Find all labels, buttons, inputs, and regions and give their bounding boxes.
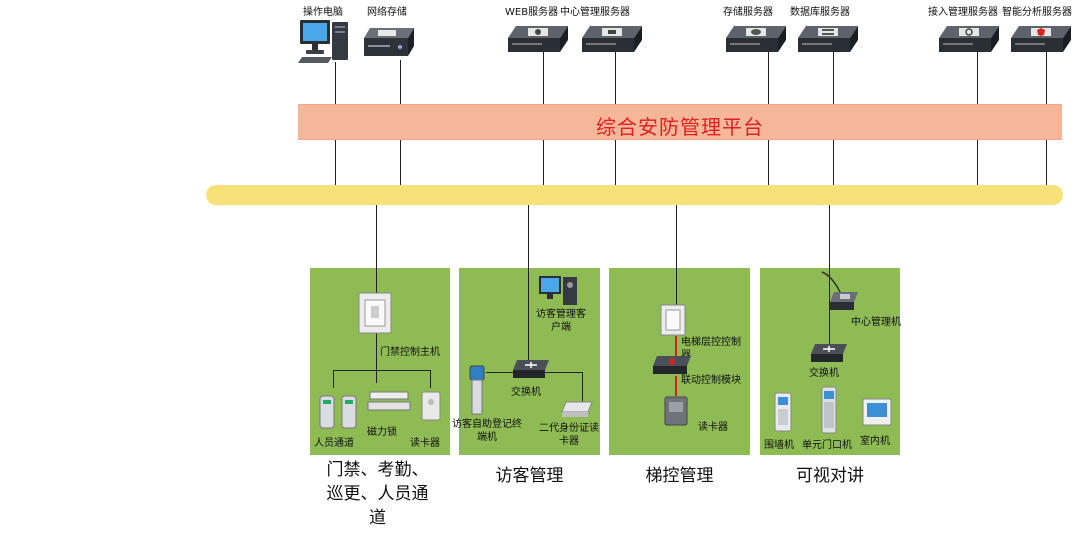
label-analysis-server: 智能分析服务器	[1002, 7, 1072, 18]
turnstile-icon	[319, 395, 357, 429]
linkage-module-icon	[653, 356, 691, 374]
web-server-icon	[508, 26, 568, 52]
wall-station-icon	[774, 392, 792, 432]
label-storage-server: 存储服务器	[723, 7, 773, 18]
access-server-icon	[939, 26, 999, 52]
label-database-server: 数据库服务器	[790, 7, 850, 18]
visitor-client-pc-icon	[539, 276, 577, 305]
card-reader-icon	[421, 391, 441, 421]
red-link-line	[675, 336, 677, 356]
label-network-storage: 网络存储	[367, 7, 407, 18]
label-visitor-client: 访客管理客户端	[536, 309, 586, 333]
label-intercom-switch: 交换机	[809, 368, 839, 379]
label-visitor-kiosk: 访客自助登记终端机	[452, 419, 522, 443]
label-door-station: 单元门口机	[802, 440, 852, 451]
drop-line	[829, 205, 830, 345]
intercom-switch-icon	[811, 344, 847, 362]
label-card-reader: 读卡器	[410, 438, 440, 449]
label-visitor-switch: 交换机	[511, 387, 541, 398]
label-turnstile: 人员通道	[314, 438, 354, 449]
id-card-reader-icon	[561, 401, 593, 417]
section-intercom: 可视对讲	[796, 466, 864, 486]
section-access-control: 门禁、考勤、巡更、人员通道	[326, 460, 429, 528]
network-bus	[206, 185, 1063, 205]
label-access-controller: 门禁控制主机	[380, 347, 440, 358]
branch-line	[486, 372, 582, 373]
label-maglock: 磁力锁	[367, 427, 397, 438]
network-storage-icon	[364, 28, 414, 56]
branch-line	[333, 370, 334, 388]
label-access-server: 接入管理服务器	[928, 7, 998, 18]
indoor-monitor-icon	[862, 398, 892, 426]
switch-icon	[513, 360, 549, 378]
elevator-card-reader-icon	[664, 396, 688, 426]
section-visitor: 访客管理	[495, 466, 564, 486]
elevator-controller-icon	[660, 304, 686, 336]
branch-line	[582, 372, 583, 402]
red-link-line	[675, 376, 677, 396]
database-server-icon	[798, 26, 858, 52]
label-central-server: 中心管理服务器	[560, 7, 630, 18]
label-elevator-card-reader: 读卡器	[698, 422, 728, 433]
visitor-kiosk-icon	[469, 365, 485, 415]
label-linkage-module: 联动控制模块	[681, 375, 741, 386]
platform-title: 综合安防管理平台	[596, 115, 764, 139]
label-wall-station: 围墙机	[764, 440, 794, 451]
label-center-manager: 中心管理机	[851, 317, 901, 328]
storage-server-icon	[726, 26, 786, 52]
access-controller-icon	[358, 292, 392, 334]
computer-icon	[298, 20, 348, 63]
maglock-icon	[367, 391, 411, 411]
drop-line	[676, 205, 677, 305]
center-manager-icon	[821, 271, 858, 310]
branch-line	[430, 370, 431, 388]
door-station-icon	[821, 386, 837, 434]
label-web-server: WEB服务器	[505, 7, 559, 18]
drop-line	[528, 205, 529, 362]
central-server-icon	[582, 26, 642, 52]
label-id-card-reader: 二代身份证读卡器	[539, 423, 599, 447]
label-elevator-controller: 电梯层控控制器	[681, 337, 741, 361]
platform-band: 综合安防管理平台	[298, 104, 1062, 140]
label-operator-pc: 操作电脑	[303, 7, 343, 18]
branch-line	[333, 370, 430, 371]
section-elevator: 梯控管理	[645, 466, 714, 486]
analysis-server-icon	[1011, 26, 1071, 52]
label-indoor-monitor: 室内机	[860, 436, 890, 447]
